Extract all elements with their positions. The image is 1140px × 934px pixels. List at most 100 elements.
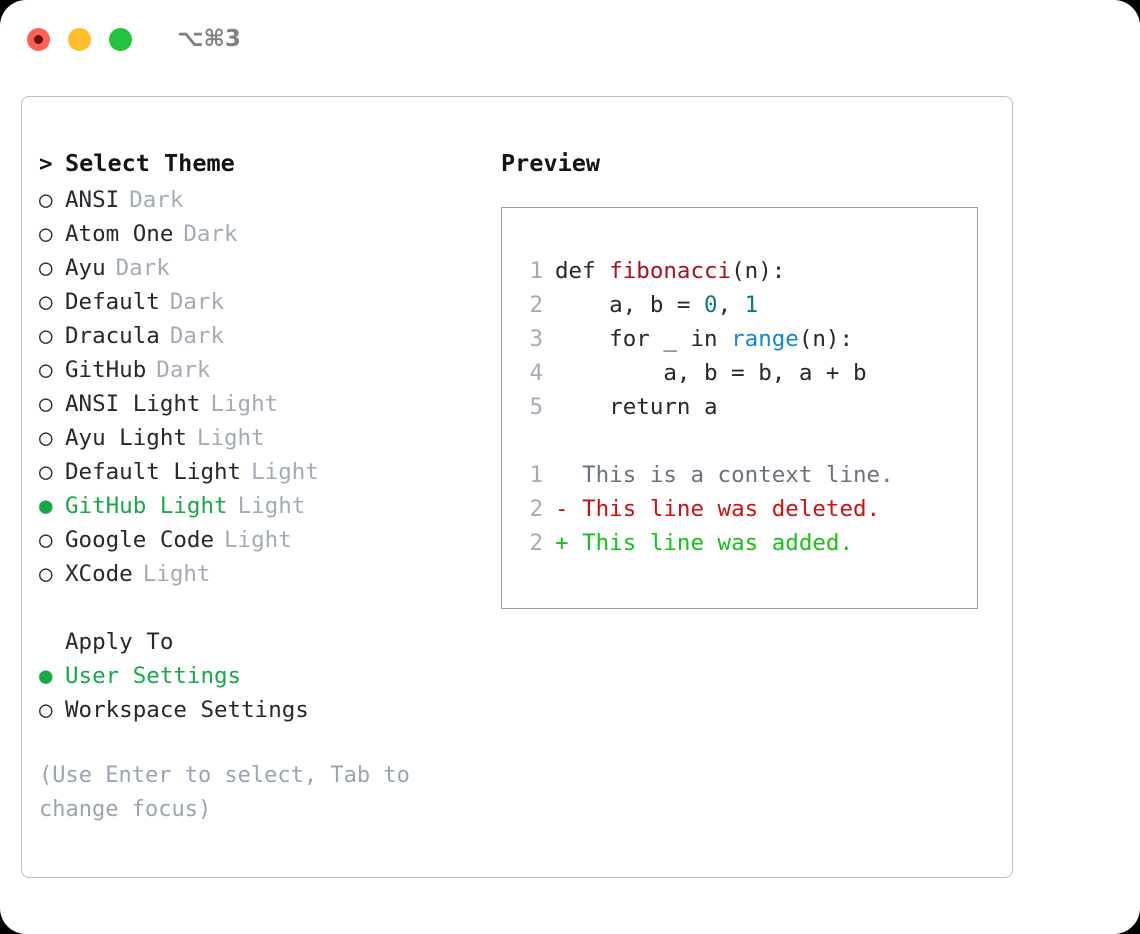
theme-option[interactable]: ○ ANSI Light Light (39, 391, 469, 425)
code-token: a, b = (555, 292, 705, 318)
theme-option-name: Default Light (65, 459, 242, 485)
theme-option[interactable]: ○ Google Code Light (39, 527, 469, 561)
apply-to-heading-label: Apply To (65, 629, 174, 655)
code-token: (n): (731, 258, 786, 284)
theme-option-variant: Light (237, 493, 306, 519)
theme-option-name: Ayu Light (65, 425, 187, 451)
theme-option-name: ANSI (65, 187, 120, 213)
diff-marker: + (555, 530, 569, 556)
diff-sample: 1 This is a context line. 2- This line wa… (502, 462, 977, 564)
code-token: for _ in (555, 326, 732, 352)
theme-option-variant: Dark (129, 187, 184, 213)
code-line: 2 a, b = 0, 1 (502, 292, 977, 326)
line-number: 4 (529, 360, 543, 386)
code-token: 1 (744, 292, 759, 318)
line-number: 2 (529, 530, 543, 556)
apply-to-option[interactable]: ○ Workspace Settings (39, 697, 469, 731)
theme-option-variant: Dark (169, 289, 225, 315)
theme-option-name: Google Code (65, 527, 215, 553)
diff-line-text: This line was deleted. (568, 496, 881, 522)
radio-unselected-icon[interactable]: ○ (39, 323, 53, 349)
code-token: fibonacci (609, 258, 732, 284)
preview-title: Preview (501, 149, 601, 177)
theme-option-name: GitHub Light (65, 493, 228, 519)
theme-option-variant: Dark (115, 255, 170, 281)
radio-unselected-icon[interactable]: ○ (39, 425, 53, 451)
theme-option-name: Atom One (65, 221, 174, 247)
code-token: , (717, 292, 745, 318)
theme-option-name: GitHub (65, 357, 147, 383)
code-token: return a (555, 394, 718, 420)
window-controls (27, 27, 132, 51)
code-line: 3 for _ in range(n): (502, 326, 977, 360)
radio-unselected-icon[interactable]: ○ (39, 697, 53, 723)
theme-option-variant: Light (224, 527, 292, 553)
apply-to-heading: Apply To (39, 629, 469, 663)
apply-to-option-label: Workspace Settings (65, 697, 309, 723)
line-number: 1 (529, 258, 543, 284)
keyboard-hint-text: (Use Enter to select, Tab to change focu… (39, 763, 424, 822)
theme-option[interactable]: ○ GitHub Dark (39, 357, 469, 391)
code-token: a, b = b, a + b (555, 360, 867, 386)
theme-option[interactable]: ○ Default Light Light (39, 459, 469, 493)
theme-option[interactable]: ● GitHub Light Light (39, 493, 469, 527)
theme-option[interactable]: ○ XCode Light (39, 561, 469, 595)
close-icon[interactable] (27, 27, 50, 51)
apply-to-indent (39, 631, 65, 654)
theme-option-name: ANSI Light (65, 391, 201, 417)
code-token: 0 (704, 292, 718, 318)
minimize-icon[interactable] (68, 27, 91, 51)
theme-option[interactable]: ○ ANSI Dark (39, 187, 469, 221)
diff-marker (555, 462, 569, 488)
radio-unselected-icon[interactable]: ○ (39, 391, 53, 417)
theme-option-variant: Light (142, 561, 211, 587)
prompt-caret-icon: > (39, 151, 53, 177)
diff-marker: - (555, 496, 569, 522)
theme-option-name: XCode (65, 561, 133, 587)
theme-option-variant: Light (196, 425, 265, 451)
line-number: 1 (529, 462, 543, 488)
code-token: def (555, 258, 610, 284)
radio-unselected-icon[interactable]: ○ (39, 221, 53, 247)
theme-option-variant: Dark (183, 221, 238, 247)
select-theme-heading-label: Select Theme (65, 149, 235, 177)
line-number: 5 (529, 394, 543, 420)
maximize-icon[interactable] (109, 27, 132, 51)
radio-unselected-icon[interactable]: ○ (39, 357, 53, 383)
theme-option-name: Ayu (65, 255, 106, 281)
theme-option-variant: Dark (156, 357, 211, 383)
radio-unselected-icon[interactable]: ○ (39, 561, 53, 587)
radio-selected-icon[interactable]: ● (39, 663, 53, 689)
theme-option-variant: Light (251, 459, 319, 485)
radio-unselected-icon[interactable]: ○ (39, 255, 53, 281)
theme-option[interactable]: ○ Ayu Light Light (39, 425, 469, 459)
apply-to-option-label: User Settings (65, 663, 242, 689)
theme-option-variant: Light (210, 391, 279, 417)
diff-line-text: This line was added. (568, 530, 854, 556)
diff-line: 2 + This line was added. (502, 530, 977, 564)
radio-unselected-icon[interactable]: ○ (39, 289, 53, 315)
radio-unselected-icon[interactable]: ○ (39, 527, 53, 553)
theme-option[interactable]: ○ Atom One Dark (39, 221, 469, 255)
code-token: (n): (798, 326, 854, 352)
code-line: 1 def fibonacci(n): (502, 258, 977, 292)
theme-option-name: Dracula (65, 323, 160, 349)
theme-option[interactable]: ○ Ayu Dark (39, 255, 469, 289)
diff-line-text: This is a context line. (568, 462, 894, 488)
spacer (39, 595, 469, 629)
keyboard-shortcut-label: ⌥⌘3 (177, 26, 241, 52)
radio-unselected-icon[interactable]: ○ (39, 187, 53, 213)
line-number: 3 (529, 326, 543, 352)
radio-unselected-icon[interactable]: ○ (39, 459, 53, 485)
radio-selected-icon[interactable]: ● (39, 493, 53, 519)
code-line: 4 a, b = b, a + b (502, 360, 977, 394)
diff-line: 1 This is a context line. (502, 462, 977, 496)
apply-to-option[interactable]: ● User Settings (39, 663, 469, 697)
